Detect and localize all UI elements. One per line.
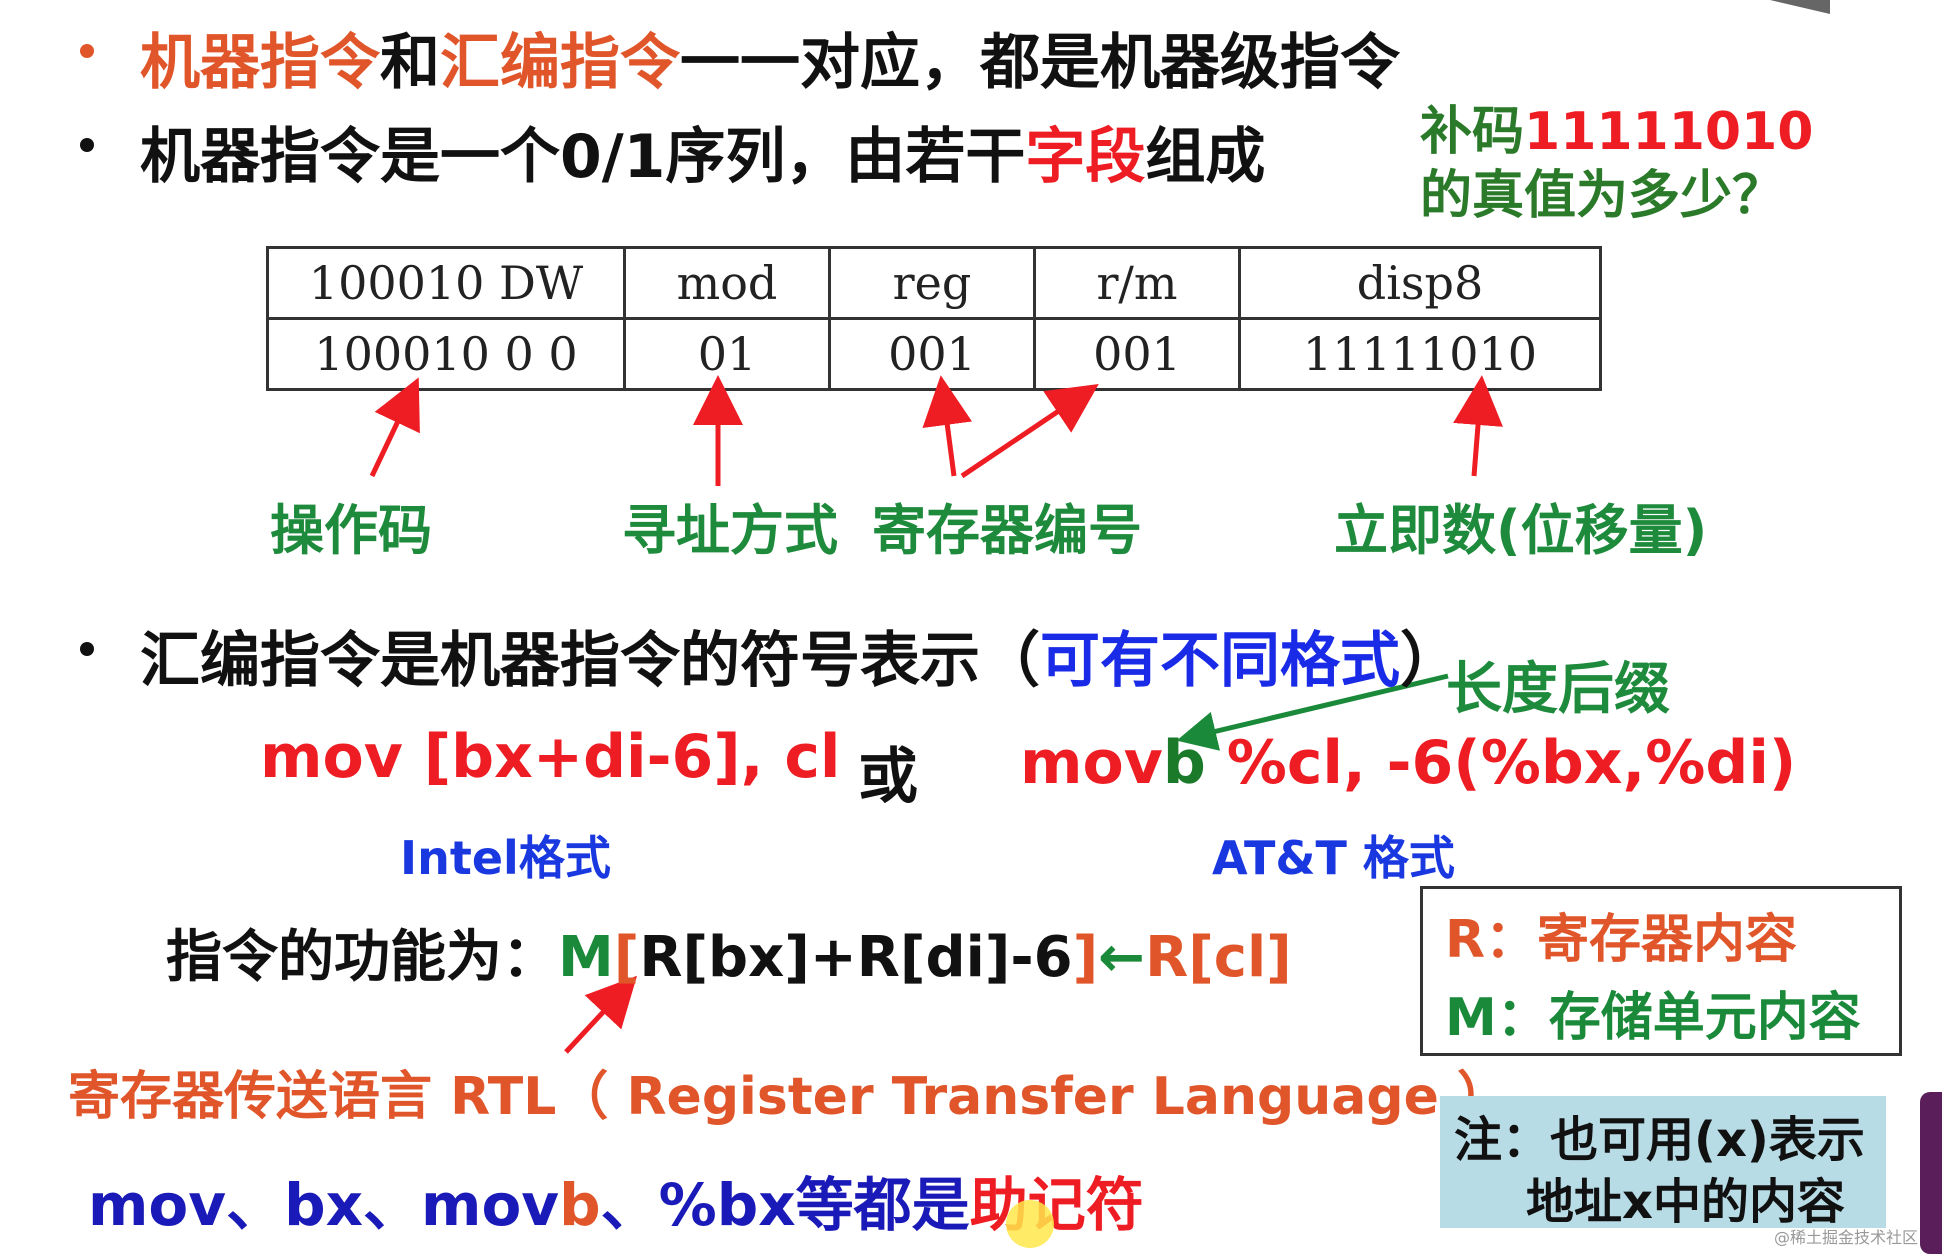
label-length-suffix: 长度后缀 — [1446, 657, 1670, 722]
side-tab[interactable] — [1920, 1092, 1942, 1254]
mnemonic-suffix-b: b — [559, 1171, 601, 1239]
text-one-to-one: 一一对应，都是机器级指令 — [680, 28, 1400, 98]
value-opcode: 100010 0 0 — [266, 317, 626, 391]
function-prefix: 指令的功能为： — [166, 925, 558, 990]
mnemonic-word: 助记符 — [969, 1171, 1144, 1239]
att-operands: %cl, -6(%bx,%di) — [1205, 728, 1797, 798]
label-immediate: 立即数(位移量) — [1334, 499, 1708, 562]
att-code: movb %cl, -6(%bx,%di) — [1020, 728, 1796, 798]
bullet-dot — [80, 44, 94, 58]
table-row: 100010 DW mod reg r/m disp8 — [266, 246, 1602, 320]
function-bracket-open: [ — [613, 925, 640, 990]
pointer-highlight — [1006, 1200, 1054, 1248]
function-bracket-close: ] — [1072, 925, 1099, 990]
bullet-dot — [80, 138, 94, 152]
text-fields: 字段 — [1025, 122, 1146, 192]
header-rm: r/m — [1033, 246, 1241, 320]
label-register-num: 寄存器编号 — [872, 499, 1142, 562]
legend-m-desc: ：存储单元内容 — [1496, 988, 1861, 1048]
text-close-paren: ） — [1400, 626, 1460, 696]
function-src: R[cl] — [1145, 925, 1292, 990]
encoding-table: 100010 DW mod reg r/m disp8 100010 0 0 0… — [266, 246, 1602, 391]
bullet-line-3: 汇编指令是机器指令的符号表示（可有不同格式） — [140, 612, 1460, 699]
header-mod: mod — [623, 246, 831, 320]
value-reg: 001 — [828, 317, 1036, 391]
watermark: @稀土掘金技术社区 — [1774, 1228, 1919, 1247]
note-line-1: 注：也可用(x)表示 — [1454, 1112, 1865, 1168]
bullet-line-2: 机器指令是一个0/1序列，由若干字段组成 — [140, 108, 1265, 195]
header-reg: reg — [828, 246, 1036, 320]
arrow-opcode — [369, 377, 420, 478]
question-box: 补码11111010 的真值为多少？ — [1420, 100, 1813, 228]
arrow-rtl — [564, 975, 638, 1054]
att-format-label: AT&T 格式 — [1212, 831, 1455, 885]
note-line-2: 地址x中的内容 — [1526, 1174, 1845, 1230]
intel-code: mov [bx+di-6], cl — [260, 722, 841, 792]
legend-r-desc: ：寄存器内容 — [1485, 910, 1798, 970]
arrow-rm — [960, 384, 1099, 479]
intel-format-label: Intel格式 — [400, 831, 611, 885]
rtl-label: 寄存器传送语言 RTL（ Register Transfer Language … — [68, 1067, 1509, 1127]
function-arrow: ← — [1098, 925, 1146, 990]
text-compose: 组成 — [1145, 122, 1266, 192]
table-row: 100010 0 0 01 001 001 11111010 — [266, 317, 1602, 391]
label-opcode: 操作码 — [270, 499, 432, 562]
arrow-reg — [922, 375, 973, 477]
bullet-line-1: 机器指令和汇编指令一一对应，都是机器级指令 — [140, 14, 1400, 101]
question-prefix: 补码 — [1420, 102, 1525, 162]
att-suffix: b — [1162, 728, 1206, 798]
value-rm: 001 — [1033, 317, 1241, 391]
text-machine-seq: 机器指令是一个0/1序列，由若干 — [140, 122, 1026, 192]
label-addressing: 寻址方式 — [622, 499, 838, 562]
function-line: 指令的功能为：M[R[bx]+R[di]-6]←R[cl] — [166, 912, 1292, 993]
mnemonic-list-a: mov、bx、mov — [88, 1171, 560, 1239]
function-expr: R[bx]+R[di]-6 — [639, 925, 1073, 990]
value-disp8: 11111010 — [1238, 317, 1602, 391]
text-machine-instr: 机器指令 — [140, 28, 380, 98]
att-mnemonic: mov — [1020, 728, 1163, 798]
function-m: M — [558, 925, 614, 990]
text-diff-formats: 可有不同格式 — [1040, 626, 1400, 696]
slide-corner-mark — [1770, 0, 1830, 14]
question-line-2: 的真值为多少？ — [1420, 166, 1785, 226]
text-asm-symbolic: 汇编指令是机器指令的符号表示（ — [140, 626, 1040, 696]
question-line-1: 补码11111010 — [1420, 100, 1813, 164]
arrow-suffix — [1176, 673, 1449, 751]
legend-r: R：寄存器内容 — [1445, 897, 1797, 972]
legend-box: R：寄存器内容 M：存储单元内容 — [1420, 886, 1902, 1056]
mnemonic-list-b: 、%bx等都是 — [600, 1171, 970, 1239]
legend-m: M：存储单元内容 — [1445, 975, 1861, 1050]
question-value: 11111010 — [1524, 102, 1814, 162]
text-and: 和 — [380, 28, 440, 98]
mnemonic-line: mov、bx、movb、%bx等都是助记符 — [88, 1158, 1144, 1242]
legend-r-key: R — [1445, 910, 1486, 970]
arrow-disp8 — [1453, 375, 1503, 477]
bullet-dot — [80, 642, 94, 656]
text-asm-instr: 汇编指令 — [440, 28, 680, 98]
legend-m-key: M — [1445, 988, 1497, 1048]
note-box: 注：也可用(x)表示 地址x中的内容 — [1440, 1096, 1886, 1230]
header-opcode: 100010 DW — [266, 246, 626, 320]
header-disp8: disp8 — [1238, 246, 1602, 320]
or-word: 或 — [858, 742, 918, 812]
